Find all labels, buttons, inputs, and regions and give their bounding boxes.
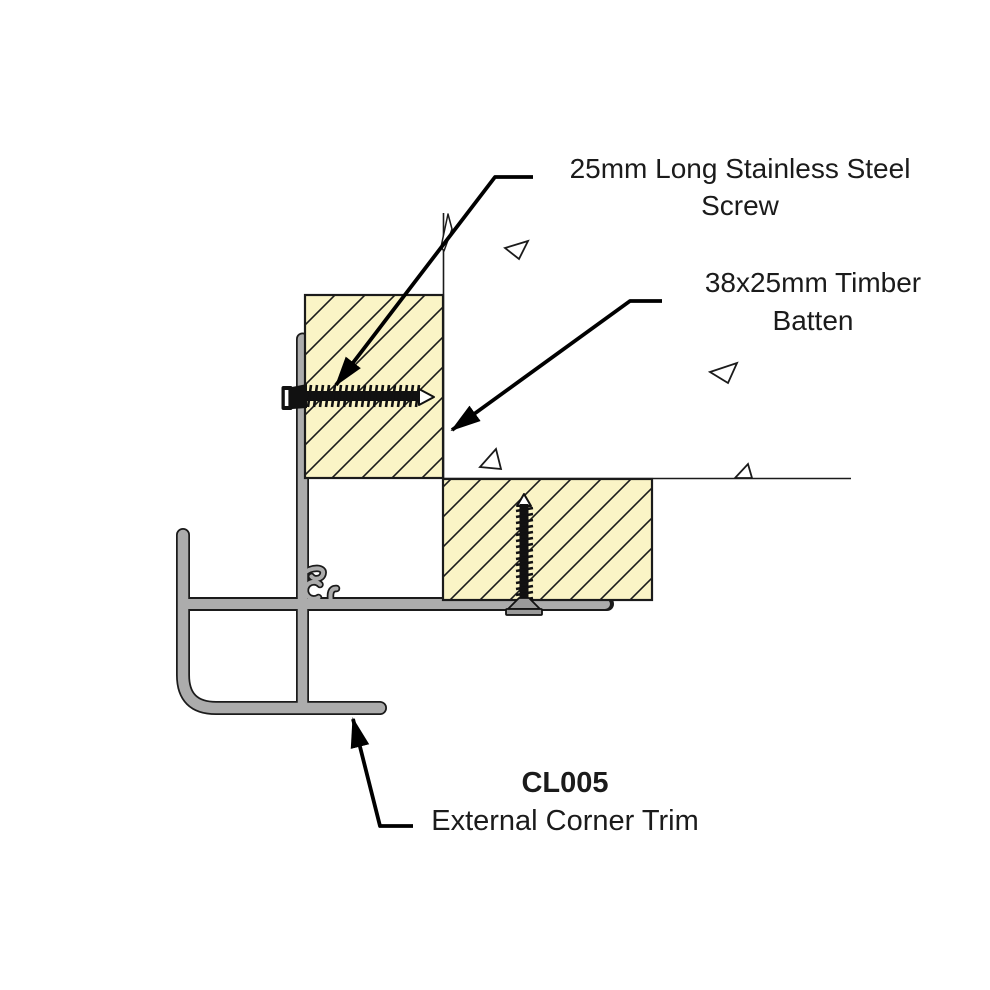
trim-outer-l-leg [177, 529, 386, 714]
trim-product-name: External Corner Trim [431, 805, 699, 837]
screw-callout-line2: Screw [701, 190, 779, 221]
screw-horizontal [281, 384, 435, 410]
trim-clip-ring [303, 579, 322, 601]
trim-outer-l-leg-outline [176, 528, 387, 715]
timber-batten-upper [303, 293, 445, 480]
screw-horizontal-slot [284, 390, 289, 406]
screw-callout-line1: 25mm Long Stainless Steel [569, 153, 911, 184]
leader-line-screw [334, 175, 533, 387]
timber-batten-lower [441, 477, 654, 602]
datum-triangle-4 [732, 462, 754, 479]
screw-callout: 25mm Long Stainless Steel Screw [545, 150, 935, 224]
screw-vertical-threads [515, 506, 534, 603]
datum-triangle-1 [503, 239, 530, 261]
trim-product-code: CL005 [521, 767, 609, 799]
batten-callout-line1: 38x25mm Timber [704, 267, 922, 298]
trim-clip-hook [301, 566, 326, 581]
leader-line-trim [350, 717, 413, 828]
screw-vertical [505, 493, 543, 616]
leader-line-batten [450, 299, 662, 432]
batten-callout: 38x25mm Timber Batten [648, 264, 978, 340]
datum-triangle-3 [478, 447, 503, 471]
screw-horizontal-countersink [292, 384, 307, 409]
screw-horizontal-threads [306, 384, 421, 408]
trim-clip-finger [328, 586, 339, 604]
trim-callout: CL005 External Corner Trim [415, 764, 715, 840]
datum-triangle-2 [707, 361, 739, 385]
screw-horizontal-tip [418, 388, 435, 406]
screw-vertical-head [505, 608, 543, 616]
batten-callout-line2: Batten [772, 305, 854, 336]
